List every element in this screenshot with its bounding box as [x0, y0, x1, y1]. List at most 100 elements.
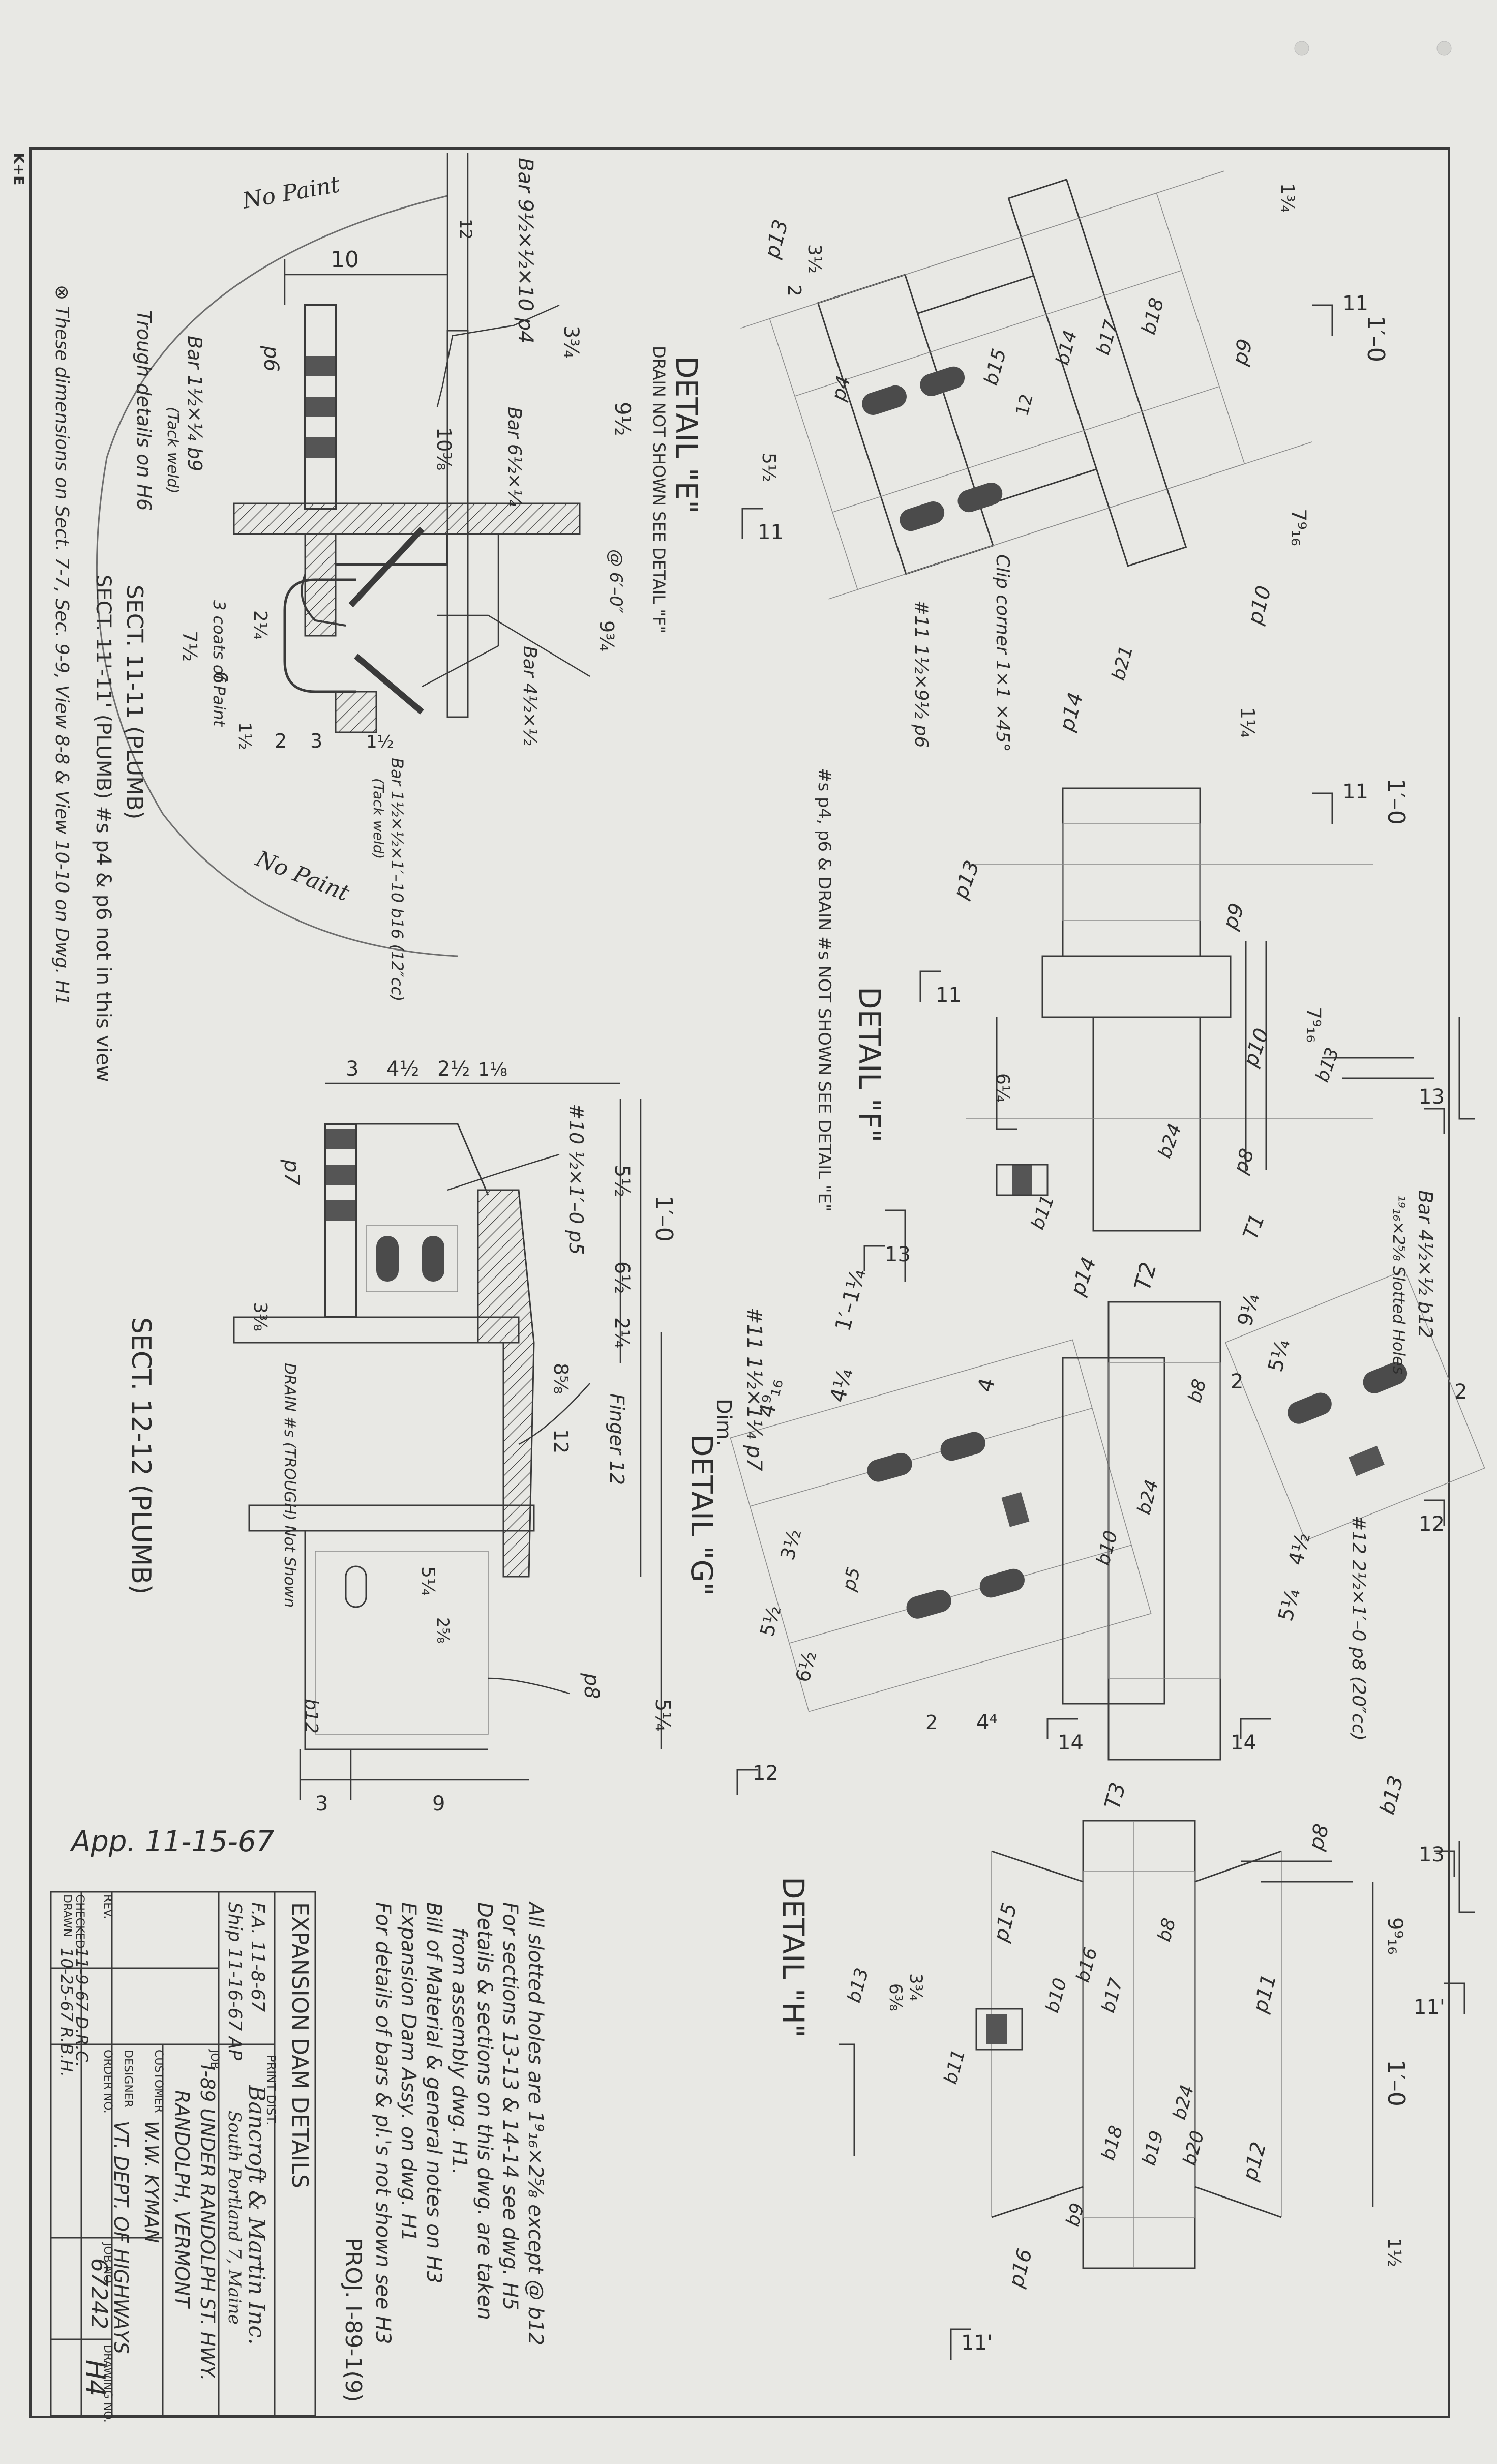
drawing-linework — [304, 1531, 488, 1750]
annotation-text: 4⁴ — [976, 1711, 997, 1734]
annotation-text: 2 — [275, 730, 287, 752]
drawing-linework — [345, 1565, 367, 1608]
drawing-linework — [1224, 1269, 1485, 1541]
annotation-text: DRAWN — [61, 1894, 73, 1937]
annotation-text: b17 — [1098, 1976, 1127, 2015]
drawing-linework — [356, 1123, 489, 1196]
annotation-text: 6½ — [791, 1649, 821, 1684]
drawing-linework — [283, 578, 356, 693]
drawing-linework — [326, 1200, 355, 1221]
annotation-text: b13 — [1312, 1045, 1343, 1085]
no-paint-bottom-label: No Paint — [252, 846, 353, 907]
project-number: PROJ. I-89-1(9) — [340, 2238, 366, 2402]
annotation-text: p8 — [580, 1673, 603, 1699]
drawing-linework — [979, 1568, 1025, 1598]
plate-p8-label: #12 2½×1′–0 p8 (20″cc) — [1348, 1516, 1369, 1741]
annotation-text: 1½ — [234, 722, 255, 750]
annotation-text: 14 — [1058, 1731, 1084, 1755]
annotation-text: 12 — [1419, 1512, 1445, 1536]
sect-11-prime-label: SECT. 11'-11' (PLUMB) #s p4 & p6 not in … — [92, 575, 115, 1082]
annotation-text: 3½ — [804, 244, 825, 274]
annotation-text: 3 — [346, 1057, 358, 1081]
annotation-text: b21 — [1108, 643, 1137, 682]
drawing-linework — [920, 366, 965, 396]
detail-g-dim: Dim. — [712, 1399, 735, 1446]
bar-b4-label: Bar 6½×¼ — [504, 407, 525, 507]
drawing-linework — [917, 275, 1034, 314]
coats-label: 3 coats of Paint — [209, 600, 229, 727]
annotation-text: 1′–0 — [650, 1195, 678, 1242]
annotation-text: b10 — [1042, 1976, 1071, 2015]
annotation-text: JOB — [208, 2049, 221, 2069]
annotation-text: b9 — [1062, 2201, 1088, 2229]
detail-e-title: DETAIL "E" — [669, 356, 704, 514]
annotation-text: 1¾ — [1277, 183, 1298, 213]
annotation-text: 12 — [456, 219, 475, 240]
approval-stamp: App. 11-15-67 — [70, 1825, 275, 1858]
annotation-text: p10 — [1239, 1025, 1274, 1070]
sect-11-label: SECT. 11-11 (PLUMB) — [122, 585, 147, 819]
annotation-text: (Tack weld) — [164, 407, 182, 494]
annotation-text: b18 — [1098, 2123, 1127, 2162]
drawing-linework — [839, 2043, 855, 2156]
annotation-text: p14 — [1055, 690, 1088, 734]
trough-label: Trough details on H6 — [133, 310, 155, 511]
annotation-text: 2½ — [437, 1057, 470, 1081]
plate-p6-label: #11 1½×9½ p6 — [911, 600, 932, 748]
annotation-text: 5¼ — [651, 1699, 674, 1731]
annotation-text: 6⅜ — [885, 1983, 906, 2011]
annotation-text: 11 — [758, 521, 784, 544]
drawing-linework — [1046, 1718, 1078, 1739]
ke-logo: K+E — [11, 153, 27, 185]
drain-label: DRAIN #s (TROUGH) Not Shown — [281, 1363, 298, 1608]
drawing-linework — [862, 385, 907, 415]
drawing-linework — [1349, 1445, 1385, 1476]
annotation-text: 3⅜ — [250, 1302, 271, 1331]
drawing-linework — [477, 1189, 535, 1578]
annotation-text: 1′–1¼ — [830, 1266, 871, 1333]
drawing-linework — [906, 1590, 951, 1619]
job-line-1: I-89 UNDER RANDOLPH ST. HWY. — [196, 2065, 219, 2381]
annotation-text: b12 — [301, 1699, 321, 1734]
annotation-text: 5¼ — [1274, 1586, 1305, 1624]
annotation-text: 2 — [1231, 1370, 1243, 1393]
annotation-text: p7 — [280, 1159, 303, 1185]
drawing-linework — [1458, 1841, 1475, 1913]
annotation-text: p9 — [1228, 337, 1258, 368]
drawing-linework — [736, 1769, 758, 1795]
drawing-linework — [348, 526, 425, 608]
punch-hole — [1294, 41, 1309, 56]
annotation-text: p13 — [760, 217, 793, 261]
detail-e: No Paint No Paint 10 12 p6 — [51, 153, 704, 1082]
annotation-text: p8 — [1304, 1822, 1334, 1853]
annotation-text: b14 — [1052, 328, 1081, 367]
annotation-text: (Tack weld) — [370, 778, 387, 859]
drawing-linework — [1001, 1492, 1030, 1527]
bar-b12-label: Bar 4½×½ b12 — [1414, 1190, 1436, 1338]
annotation-text: 5½ — [756, 1603, 785, 1639]
drawing-linework — [730, 1339, 1152, 1712]
drawing-linework — [1312, 792, 1333, 824]
annotation-text: 5½ — [758, 453, 779, 482]
drawing-linework — [940, 1432, 985, 1461]
no-paint-arc — [96, 195, 458, 957]
annotation-text: 6 — [209, 671, 231, 684]
drawing-linework — [354, 654, 424, 715]
annotation-text: Ship 11-16-67 AP — [224, 1902, 245, 2060]
drawing-linework — [376, 1236, 399, 1282]
annotation-text: 1′–0 — [1383, 2060, 1410, 2106]
detail-g-title: DETAIL "G" — [684, 1434, 719, 1596]
annotation-text: 2 — [925, 1711, 938, 1734]
annotation-text: 4 — [972, 1375, 1000, 1395]
drawing-linework — [975, 2008, 1023, 2051]
drawing-linework — [306, 437, 335, 458]
drawing-linework — [1062, 1357, 1165, 1705]
drawing-linework — [326, 1165, 355, 1185]
annotation-text: 1′–0 — [1383, 778, 1410, 825]
drawing-linework — [1041, 955, 1232, 1018]
annotation-text: b8 — [1184, 1377, 1210, 1405]
drawing-linework — [828, 441, 1312, 600]
annotation-text: 1⅛ — [478, 1059, 507, 1080]
plate-p7-label: #11 1½×1¼ p7 — [742, 1307, 766, 1471]
annotation-text: 6½ — [610, 1261, 634, 1294]
